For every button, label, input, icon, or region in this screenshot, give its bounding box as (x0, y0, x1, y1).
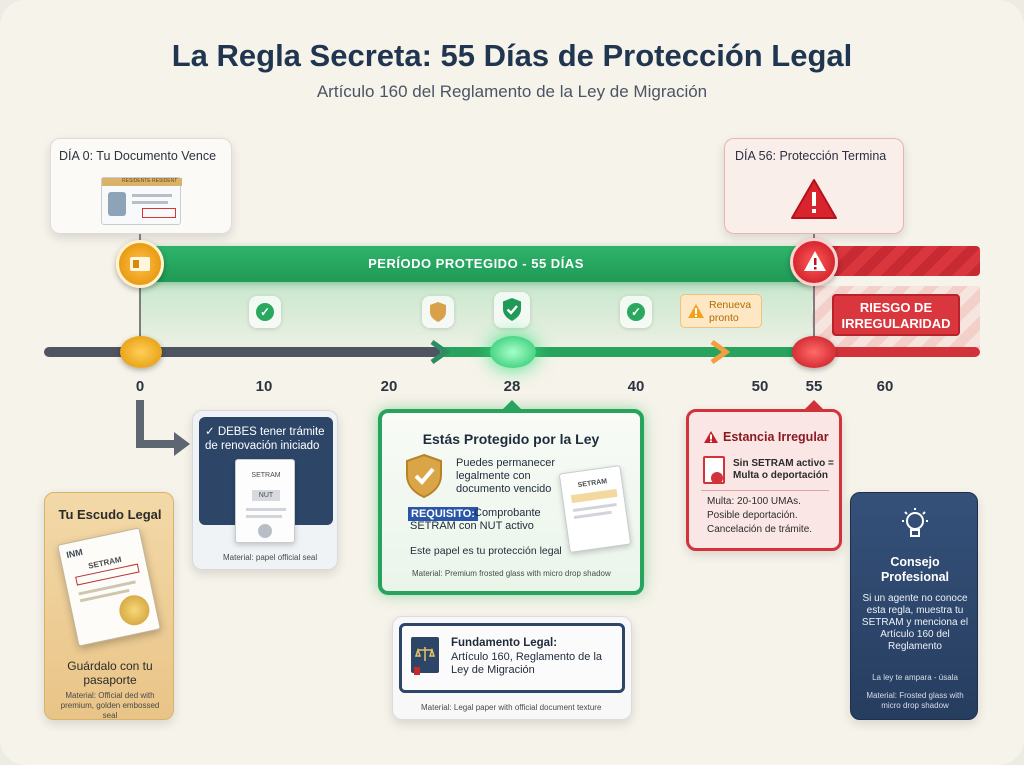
day28-marker (490, 336, 536, 368)
day56-card: DÍA 56: Protección Termina (724, 138, 904, 234)
risk-band (812, 246, 980, 276)
tick-label: 60 (876, 378, 894, 395)
fundamento-material: Material: Legal paper with official docu… (421, 703, 602, 712)
fundamento-card: Fundamento Legal: Artículo 160, Reglamen… (392, 616, 632, 720)
fundamento-frame (399, 623, 625, 693)
day55-marker (792, 336, 836, 368)
lightbulb-icon (902, 508, 928, 537)
protegido-material: Material: Premium frosted glass with mic… (412, 569, 611, 578)
check-icon: ✓ (249, 296, 281, 328)
irregular-item: Multa: 20-100 UMAs. (707, 496, 801, 507)
fundamento-title: Fundamento Legal: (451, 637, 558, 649)
day0-card: DÍA 0: Tu Documento Vence RESIDENTE RESI… (50, 138, 232, 234)
id-card-icon: RESIDENTE RESIDENT (101, 177, 182, 225)
day56-label: DÍA 56: Protección Termina (735, 149, 887, 163)
arrow-right-icon (430, 340, 450, 364)
law-book-icon (411, 637, 439, 675)
requisito-tag: REQUISITO: (408, 507, 478, 521)
timeline-axis-risk (812, 347, 980, 357)
tick-label: 55 (805, 378, 823, 395)
page-subtitle: Artículo 160 del Reglamento de la Ley de… (316, 82, 708, 101)
tick-label: 0 (135, 378, 145, 395)
tick-label: 10 (255, 378, 273, 395)
escudo-doc-logo: INM (65, 546, 84, 561)
page-title: La Regla Secreta: 55 Días de Protección … (171, 38, 853, 73)
tick-label: 50 (751, 378, 769, 395)
tick-label: 40 (627, 378, 645, 395)
tick-label: 20 (380, 378, 398, 395)
day56-connector (813, 234, 815, 344)
warning-icon (704, 431, 718, 443)
shield-check-icon (494, 292, 530, 328)
debes-text: ✓ DEBES tener trámite de renovación inic… (205, 426, 325, 452)
alert-icon (790, 238, 838, 286)
escudo-title: Tu Escudo Legal (58, 507, 162, 522)
debes-card: ✓ DEBES tener trámite de renovación inic… (192, 410, 338, 570)
requisito-text: Comprobante SETRAM con NUT activo (410, 507, 541, 532)
protegido-note: Este papel es tu protección legal (410, 545, 562, 557)
irregular-card: Estancia Irregular Sin SETRAM activo = M… (686, 409, 842, 551)
protegido-card: Estás Protegido por la Ley Puedes perman… (378, 409, 644, 595)
irregular-item: Cancelación de trámite. (707, 524, 813, 535)
pointer-up-icon (502, 400, 522, 410)
day0-label: DÍA 0: Tu Documento Vence (59, 149, 217, 163)
debes-doc-header: SETRAM (251, 472, 281, 479)
riesgo-badge: RIESGO DE IRREGULARIDAD (832, 294, 960, 336)
day0-marker (120, 336, 162, 368)
shield-small-icon (422, 296, 454, 328)
riesgo-text: RIESGO DE IRREGULARIDAD (841, 300, 951, 331)
consejo-card: Consejo Profesional Si un agente no cono… (850, 492, 978, 720)
day0-connector (139, 234, 141, 344)
consejo-tagline: La ley te ampara - úsala (872, 673, 958, 682)
timeline-axis-protected (440, 347, 812, 357)
renueva-pronto-badge: Renueva pronto (680, 294, 762, 328)
setram-document-icon: INM SETRAM (57, 527, 161, 647)
warning-icon (688, 304, 704, 318)
bent-arrow-icon (136, 400, 190, 456)
consejo-title: Consejo Profesional (880, 555, 950, 584)
irregular-divider (701, 490, 829, 491)
consejo-text: Si un agente no conoce esta regla, muest… (861, 593, 969, 652)
fundamento-text: Artículo 160, Reglamento de la Ley de Mi… (451, 651, 603, 676)
escudo-caption: Guárdalo con tu pasaporte (67, 659, 153, 687)
irregular-warn: Sin SETRAM activo = Multa o deportación (733, 458, 834, 481)
escudo-card: Tu Escudo Legal INM SETRAM Guárdalo con … (44, 492, 174, 720)
protected-period-band: PERÍODO PROTEGIDO - 55 DÍAS (140, 246, 812, 282)
fine-document-icon (703, 456, 725, 484)
gold-shield-icon (406, 453, 442, 499)
protegido-title: Estás Protegido por la Ley (422, 431, 600, 447)
renueva-pronto-text: Renueva pronto (709, 299, 752, 324)
escudo-material: Material: Official ded with premium, gol… (60, 691, 160, 720)
check-icon: ✓ (620, 296, 652, 328)
day0-id-icon (116, 240, 164, 288)
gold-seal-icon (116, 592, 153, 629)
arrow-right-icon (710, 340, 730, 364)
pointer-up-icon (804, 400, 824, 410)
irregular-title: Estancia Irregular (723, 430, 829, 444)
protected-period-label: PERÍODO PROTEGIDO - 55 DÍAS (368, 256, 584, 271)
consejo-material: Material: Frosted glass with micro drop … (866, 691, 964, 710)
id-card-header: RESIDENTE RESIDENT (122, 178, 178, 184)
irregular-item: Posible deportación. (707, 510, 798, 521)
setram-doc-icon: SETRAM (558, 465, 632, 553)
document-icon: SETRAM NUT (235, 459, 295, 543)
timeline-axis-past (44, 347, 444, 357)
warning-triangle-icon (791, 179, 837, 219)
tick-label: 28 (503, 378, 521, 395)
debes-doc-tag: NUT (252, 490, 280, 501)
debes-material: Material: papel official seal (223, 553, 318, 562)
protegido-bullet: Puedes permanecer legalmente con documen… (456, 457, 556, 495)
